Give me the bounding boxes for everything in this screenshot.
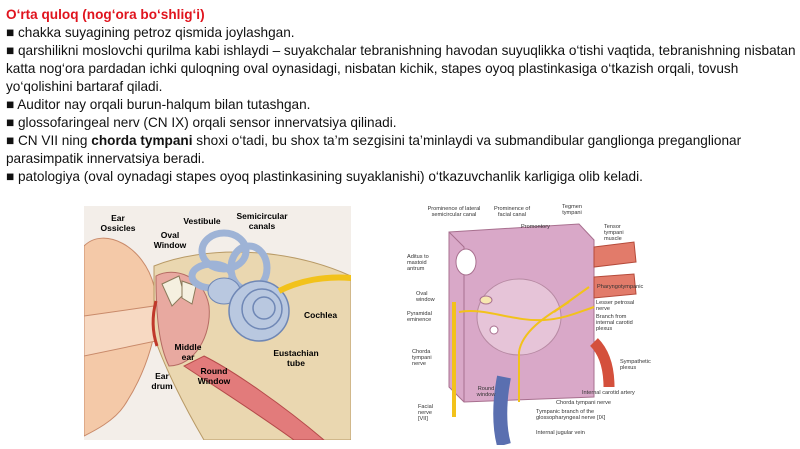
label-eustachian-2: tube — [287, 358, 305, 368]
label-aditus-2: mastoid — [407, 260, 427, 266]
pharyngotympanic-tube-shape — [593, 273, 637, 299]
bullet-5-bold: chorda tympani — [91, 133, 193, 148]
label-chorda-nerve: Chorda tympani nerve — [556, 400, 611, 406]
label-round-2: window — [476, 392, 497, 398]
label-jugular: Internal jugular vein — [536, 430, 585, 436]
tympanic-cavity-figure: Prominence of lateral semicircular canal… — [404, 202, 670, 445]
bullet-6: ■ patologiya (oval oynadagi stapes oyoq … — [6, 169, 643, 184]
internal-carotid-shape — [589, 338, 615, 388]
label-chorda-1: Chorda — [412, 349, 431, 355]
label-tensor-2: tympani — [604, 230, 624, 236]
label-prominence-lateral-2: semicircular canal — [432, 212, 477, 218]
label-tensor-3: muscle — [604, 236, 622, 242]
page-title: O‘rta quloq (nog‘ora bo‘shlig‘i) — [6, 7, 205, 22]
label-lesser-1: Lesser petrosal — [596, 300, 634, 306]
aditus-shape — [455, 248, 477, 276]
label-ear-ossicles-2: Ossicles — [101, 223, 136, 233]
label-middle-ear-2: ear — [182, 352, 195, 362]
label-aditus-3: antrum — [407, 266, 425, 272]
text-block: O‘rta quloq (nog‘ora bo‘shlig‘i) ■ chakk… — [6, 6, 796, 186]
bullet-5-before: ■ CN VII ning — [6, 133, 92, 148]
label-eustachian-1: Eustachian — [273, 348, 318, 358]
label-pharyngotympanic: Pharyngotympanic — [597, 284, 644, 290]
label-pyramidal-1: Pyramidal — [407, 311, 432, 317]
label-ear-drum-2: drum — [151, 381, 173, 391]
label-tympanic-2: glossopharyngeal nerve [IX] — [536, 415, 606, 421]
label-oval-1: Oval — [416, 291, 428, 297]
bullet-5-after: shoxi o‘tadi, bu shox ta’m sezgisini ta’… — [6, 133, 742, 166]
chorda-tympani-shape — [458, 306, 595, 322]
label-oval-window-1: Oval — [161, 230, 179, 240]
promontory-shape — [476, 278, 562, 356]
label-prominence-lateral-1: Prominence of lateral — [428, 206, 481, 212]
label-sympathetic-2: plexus — [620, 365, 636, 371]
label-lesser-2: nerve — [596, 306, 610, 312]
label-round-window-2: Window — [198, 376, 231, 386]
bullet-3: ■ Auditor nay orqali burun-halqum bilan … — [6, 97, 311, 112]
eustachian-tube-shape — [183, 355, 325, 440]
label-branch-1: Branch from — [596, 314, 627, 320]
jugular-vein-shape — [493, 375, 511, 445]
label-branch-2: internal carotid — [596, 320, 633, 326]
label-ear-ossicles-1: Ear — [111, 213, 125, 223]
ear-drum — [151, 300, 159, 347]
bullet-4: ■ glossofaringeal nerv (CN IX) orqali se… — [6, 115, 397, 130]
cochlea-turn-1 — [241, 288, 283, 330]
label-round-1: Round — [478, 386, 494, 392]
label-ear-drum-1: Ear — [155, 371, 169, 381]
label-tensor-1: Tensor — [604, 224, 621, 230]
ear-anatomy-figure: Ear Ossicles Oval Window Vestibule Semic… — [84, 206, 351, 440]
label-sympathetic-1: Sympathetic — [620, 359, 651, 365]
label-cochlea: Cochlea — [304, 310, 337, 320]
bullet-1: ■ chakka suyagining petroz qismida joyla… — [6, 25, 295, 40]
label-semicircular-1: Semicircular — [236, 211, 288, 221]
round-window-shape — [489, 325, 499, 335]
label-aditus-1: Aditus to — [407, 254, 429, 260]
label-tegmen-2: tympani — [562, 210, 582, 216]
label-round-window-1: Round — [201, 366, 228, 376]
bullet-2: ■ qarshilikni moslovchi qurilma kabi ish… — [6, 43, 796, 94]
lesser-petrosal-shape — [553, 286, 590, 313]
label-tegmen-1: Tegmen — [562, 204, 582, 210]
label-facial-3: [VII] — [418, 416, 428, 422]
cochlea-shape — [228, 280, 290, 342]
label-tympanic-1: Tympanic branch of the — [536, 409, 594, 415]
label-middle-ear-1: Middle — [175, 342, 202, 352]
label-branch-3: plexus — [596, 326, 612, 332]
label-oval-2: window — [415, 297, 436, 303]
tensor-tympani-shape — [593, 241, 637, 268]
auditory-nerve — [277, 274, 351, 294]
bullet-5: ■ CN VII ning chorda tympani shoxi o‘tad… — [6, 132, 796, 168]
label-pyramidal-2: eminence — [407, 317, 431, 323]
label-promontory: Promontory — [521, 224, 550, 230]
label-semicircular-2: canals — [249, 221, 276, 231]
label-oval-window-2: Window — [154, 240, 187, 250]
label-facial-2: nerve — [418, 410, 432, 416]
cavity-edge — [448, 231, 465, 402]
label-facial-1: Facial — [418, 404, 433, 410]
label-chorda-3: nerve — [412, 361, 426, 367]
oval-window-shape — [479, 295, 493, 305]
label-prominence-facial-2: facial canal — [498, 212, 526, 218]
label-chorda-2: tympani — [412, 355, 432, 361]
label-vestibule: Vestibule — [183, 216, 221, 226]
cochlea-turn-2 — [252, 296, 276, 320]
ossicle-incus — [181, 280, 197, 305]
label-internal-carotid: Internal carotid artery — [582, 390, 635, 396]
label-prominence-facial-1: Prominence of — [494, 206, 531, 212]
